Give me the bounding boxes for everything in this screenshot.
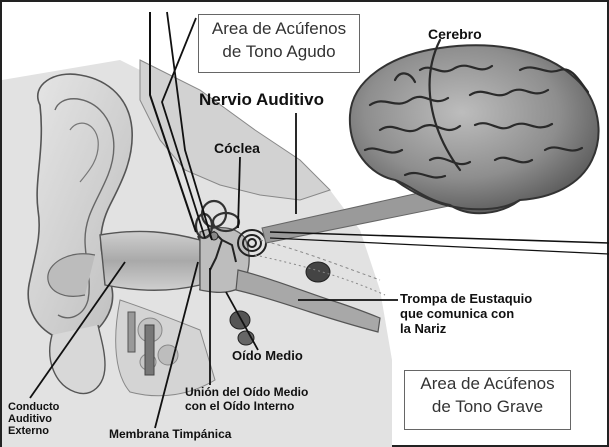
junction-line2: con el Oído Interno bbox=[185, 400, 308, 414]
eardrum-label: Membrana Timpánica bbox=[109, 428, 231, 442]
ear-canal-line2: Auditivo bbox=[8, 413, 59, 425]
eustachian-line1: Trompa de Eustaquio bbox=[400, 292, 532, 307]
brain-label: Cerebro bbox=[428, 26, 482, 42]
eustachian-tube-label: Trompa de Eustaquio que comunica con la … bbox=[400, 292, 532, 337]
brain bbox=[350, 40, 599, 213]
ear-canal-label: Conducto Auditivo Externo bbox=[8, 401, 59, 437]
ear-canal bbox=[100, 231, 200, 290]
low-tone-area-box: Area de Acúfenos de Tono Grave bbox=[404, 370, 571, 430]
ear-canal-line3: Externo bbox=[8, 425, 59, 437]
eustachian-line2: que comunica con bbox=[400, 307, 532, 322]
junction-label: Unión del Oído Medio con el Oído Interno bbox=[185, 386, 308, 414]
eustachian-line3: la Nariz bbox=[400, 322, 532, 337]
high-tone-area-line1: Area de Acúfenos bbox=[199, 18, 359, 41]
junction-line1: Unión del Oído Medio bbox=[185, 386, 308, 400]
middle-ear-label: Oído Medio bbox=[232, 349, 303, 364]
low-tone-area-line1: Area de Acúfenos bbox=[405, 373, 570, 396]
cochlea-label: Cóclea bbox=[214, 140, 260, 156]
low-tone-area-line2: de Tono Grave bbox=[405, 396, 570, 419]
auditory-nerve-label: Nervio Auditivo bbox=[199, 90, 324, 110]
high-tone-area-line2: de Tono Agudo bbox=[199, 41, 359, 64]
high-tone-area-box: Area de Acúfenos de Tono Agudo bbox=[198, 14, 360, 73]
ear-canal-line1: Conducto bbox=[8, 401, 59, 413]
